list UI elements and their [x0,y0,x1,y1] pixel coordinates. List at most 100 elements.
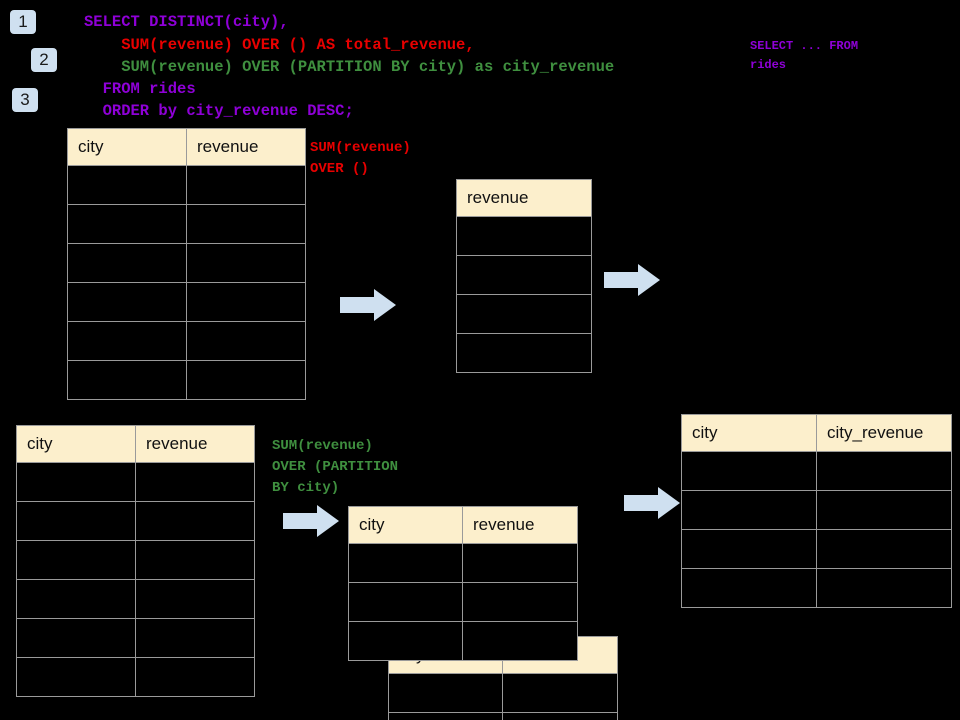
table-cell [135,540,255,580]
table-cell [816,490,952,530]
table-body [456,216,592,373]
table-cell [67,282,187,322]
sql-line-city-revenue: SUM(revenue) OVER (PARTITION BY city) as… [84,58,615,76]
table-cell [456,255,592,295]
sql-line-select: SELECT DISTINCT(city), [84,13,289,31]
table-cell [462,621,578,661]
arrow-right-icon-1 [340,289,396,321]
table-cell [816,451,952,491]
table-cell [135,501,255,541]
table-cell [67,360,187,400]
arrow-head [658,487,680,519]
annotation-source-select: SELECT ... FROM rides [750,39,859,72]
arrow-right-icon-3 [283,505,339,537]
table-rides-top: city revenue [67,128,306,400]
table-cell [16,579,136,619]
table-cell [16,657,136,697]
table-row [67,282,306,322]
table-cell [388,673,503,713]
table-row [681,568,952,608]
table-row [67,243,306,283]
table-header-row: city city_revenue [681,414,952,452]
table-body [681,451,952,608]
table-row [681,529,952,569]
column-header-revenue: revenue [462,506,578,544]
table-cell [67,165,187,205]
table-header-row: city revenue [67,128,306,166]
table-header-row: revenue [456,179,592,217]
table-cell [681,451,817,491]
table-body [67,165,306,400]
arrow-shaft [624,495,660,511]
column-header-city: city [681,414,817,452]
table-row [348,621,578,661]
table-cell [135,462,255,502]
table-row [16,657,255,697]
table-cell [456,333,592,373]
table-row [67,165,306,205]
step-badge-2: 2 [31,48,57,72]
annotation-city-revenue: SUM(revenue) OVER (PARTITION BY city) [272,438,399,496]
table-cell [348,582,463,622]
table-result: city city_revenue [681,414,952,608]
table-row [67,321,306,361]
table-header-row: city revenue [16,425,255,463]
table-cell [681,529,817,569]
step-badge-1: 1 [10,10,36,34]
arrow-head [638,264,660,296]
arrow-head [317,505,339,537]
table-cell [456,216,592,256]
column-header-city-revenue: city_revenue [816,414,952,452]
table-row [16,462,255,502]
table-cell [16,540,136,580]
table-cell [135,579,255,619]
table-row [16,540,255,580]
table-total-revenue: revenue [456,179,592,373]
table-cell [816,529,952,569]
table-cell [348,543,463,583]
arrow-right-icon-2 [604,264,660,296]
table-cell [67,321,187,361]
arrow-shaft [604,272,640,288]
table-cell [186,204,306,244]
table-row [456,294,592,334]
arrow-head [374,289,396,321]
table-cell [186,165,306,205]
table-row [16,579,255,619]
table-cell [348,621,463,661]
column-header-city: city [348,506,463,544]
column-header-city: city [67,128,187,166]
table-row [681,451,952,491]
table-row [67,204,306,244]
table-cell [186,243,306,283]
column-header-revenue: revenue [456,179,592,217]
column-header-revenue: revenue [135,425,255,463]
annotation-total-revenue: SUM(revenue) OVER () [310,140,411,177]
table-cell [16,501,136,541]
table-row [348,582,578,622]
table-cell [462,582,578,622]
table-body [348,543,578,661]
table-row [388,673,618,713]
table-row [681,490,952,530]
table-cell [816,568,952,608]
table-cell [186,360,306,400]
table-cell [681,490,817,530]
table-cell [456,294,592,334]
table-cell [135,618,255,658]
step-badge-3: 3 [12,88,38,112]
table-row [456,333,592,373]
table-rides-bottom: city revenue [16,425,255,697]
table-row [16,501,255,541]
table-cell [16,618,136,658]
table-header-row: city revenue [348,506,578,544]
table-cell [186,282,306,322]
table-row [348,543,578,583]
table-row [16,618,255,658]
table-partition-front: city revenue [348,506,578,661]
table-cell [502,712,618,720]
table-cell [186,321,306,361]
table-cell [502,673,618,713]
arrow-shaft [340,297,376,313]
